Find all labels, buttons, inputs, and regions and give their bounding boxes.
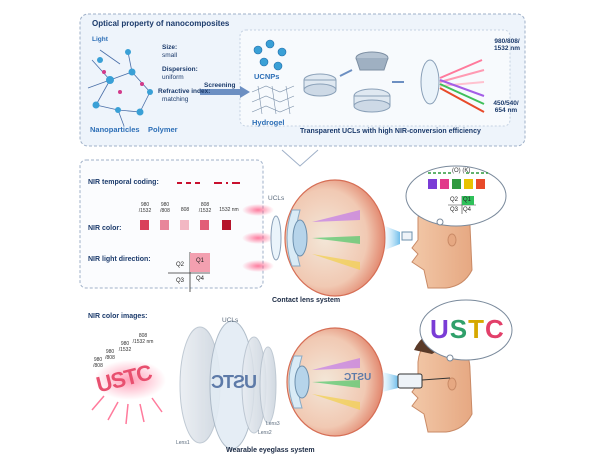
- nir-wavelengths: 980/808/ 1532 nm: [493, 38, 521, 52]
- ucnps-label: UCNPs: [254, 72, 280, 81]
- ustc-mirrored-text: USTC: [212, 372, 257, 392]
- color-swatch-5: [222, 220, 231, 230]
- wl-label-4: 808 /1532 nm: [132, 333, 154, 345]
- thought-bubble-2: [419, 299, 513, 361]
- petri-dish-icon: [303, 73, 337, 97]
- dispersion-value: uniform: [162, 74, 184, 81]
- nir-coding-box: [79, 159, 264, 289]
- refractive-value: matching: [162, 96, 189, 103]
- ucls-label-bottom: UCLs: [222, 317, 239, 324]
- nir-rays-bottom: [91, 395, 163, 425]
- contact-lens-caption: Contact lens system: [272, 297, 341, 304]
- swatch-label-1: 980 /1532: [138, 202, 152, 214]
- process-arrows: [339, 69, 404, 83]
- lens1-label: Lens1: [176, 440, 190, 446]
- nir-color-label: NIR color:: [88, 225, 122, 232]
- ucl-lens-1: [270, 215, 282, 261]
- quadrant-q4-label: Q4: [196, 276, 205, 282]
- bubble-q2: Q2: [450, 197, 459, 203]
- bubble-letter-t: T: [468, 314, 486, 344]
- ustc-retina-text: USTC: [344, 372, 372, 383]
- nanoparticles-label: Nanoparticles: [90, 125, 140, 134]
- eyeglass-caption: Wearable eyeglass system: [226, 447, 315, 454]
- bubble-ustc-text: USTC: [430, 314, 505, 345]
- bubble-swatch-3: [452, 179, 461, 189]
- quadrant-q1-fill: [190, 253, 210, 272]
- light-beam-1: [385, 226, 400, 250]
- bubble-swatch-5: [476, 179, 485, 189]
- nir-rays-icon: [439, 59, 485, 113]
- wl-label-2: 980 /808: [105, 349, 115, 361]
- eye-cross-section-2: [286, 327, 384, 437]
- light-beam-2: [382, 372, 398, 392]
- bubble-q4: Q4: [463, 207, 472, 213]
- bubble-color-row: [428, 179, 488, 189]
- swatch-label-2: 980 /808: [160, 202, 170, 214]
- refractive-label: Refractive index:: [158, 88, 211, 95]
- bubble-swatch-1: [428, 179, 437, 189]
- dispersion-label: Dispersion:: [162, 66, 198, 73]
- nir-direction-label: NIR light direction:: [88, 256, 151, 263]
- swatch-label-5: 1532 nm: [219, 207, 239, 213]
- wl-label-1: 980 /808: [93, 357, 103, 369]
- screening-label: Screening: [204, 82, 236, 89]
- nir-glow-icons: [242, 204, 274, 272]
- glowing-text-usta: [94, 360, 166, 400]
- visible-wavelengths: 450/540/ 654 nm: [493, 100, 519, 114]
- nanoparticle-dots: [92, 49, 153, 116]
- bubble-code-text: (O) (K): [452, 168, 471, 174]
- swatch-label-3: 808: [180, 207, 190, 213]
- bubble-swatch-2: [440, 179, 449, 189]
- color-swatch-1: [140, 220, 149, 230]
- mold-icon: [353, 51, 391, 113]
- bubble-letter-s: S: [449, 314, 469, 344]
- hydrogel-icon: [251, 85, 295, 115]
- polymer-label: Polymer: [148, 125, 178, 134]
- bubble-swatch-4: [464, 179, 473, 189]
- ucl-caption: Transparent UCLs with high NIR-conversio…: [300, 128, 481, 135]
- color-swatch-4: [200, 220, 209, 230]
- ucls-label-top: UCLs: [268, 195, 285, 202]
- eyeglasses-icon: [397, 373, 423, 389]
- top-panel-title: Optical property of nanocomposites: [92, 19, 230, 28]
- size-label: Size:: [162, 44, 178, 51]
- hydrogel-label: Hydrogel: [252, 118, 285, 127]
- lens3-label: Lens3: [266, 421, 280, 427]
- wl-label-3: 980 /1532: [118, 341, 132, 353]
- quadrant-q3-label: Q3: [176, 278, 185, 284]
- bubble-letter-u: U: [430, 314, 450, 344]
- color-swatch-2: [160, 220, 169, 230]
- ucl-subpanel-box: [239, 29, 511, 127]
- size-value: small: [162, 52, 178, 59]
- bubble-q3: Q3: [450, 207, 459, 213]
- quadrant-q2-label: Q2: [176, 262, 185, 268]
- bubble-q1: Q1: [463, 197, 472, 203]
- contact-lens-icon: [420, 59, 440, 105]
- quadrant-q1-label: Q1: [196, 258, 205, 264]
- color-swatch-3: [180, 220, 189, 230]
- temporal-coding-label: NIR temporal coding:: [88, 179, 159, 186]
- down-arrow-icon: [281, 149, 319, 167]
- lens2-label: Lens2: [258, 430, 272, 436]
- light-label: Light: [92, 36, 108, 43]
- bubble-letter-c: C: [485, 314, 505, 344]
- ucnps-icon: [253, 39, 287, 71]
- eye-cross-section-1: [270, 179, 386, 297]
- nir-color-images-label: NIR color images:: [88, 313, 148, 320]
- lens3: [259, 346, 277, 424]
- swatch-label-4: 808 /1532: [198, 202, 212, 214]
- thought-bubble-1: [405, 165, 507, 227]
